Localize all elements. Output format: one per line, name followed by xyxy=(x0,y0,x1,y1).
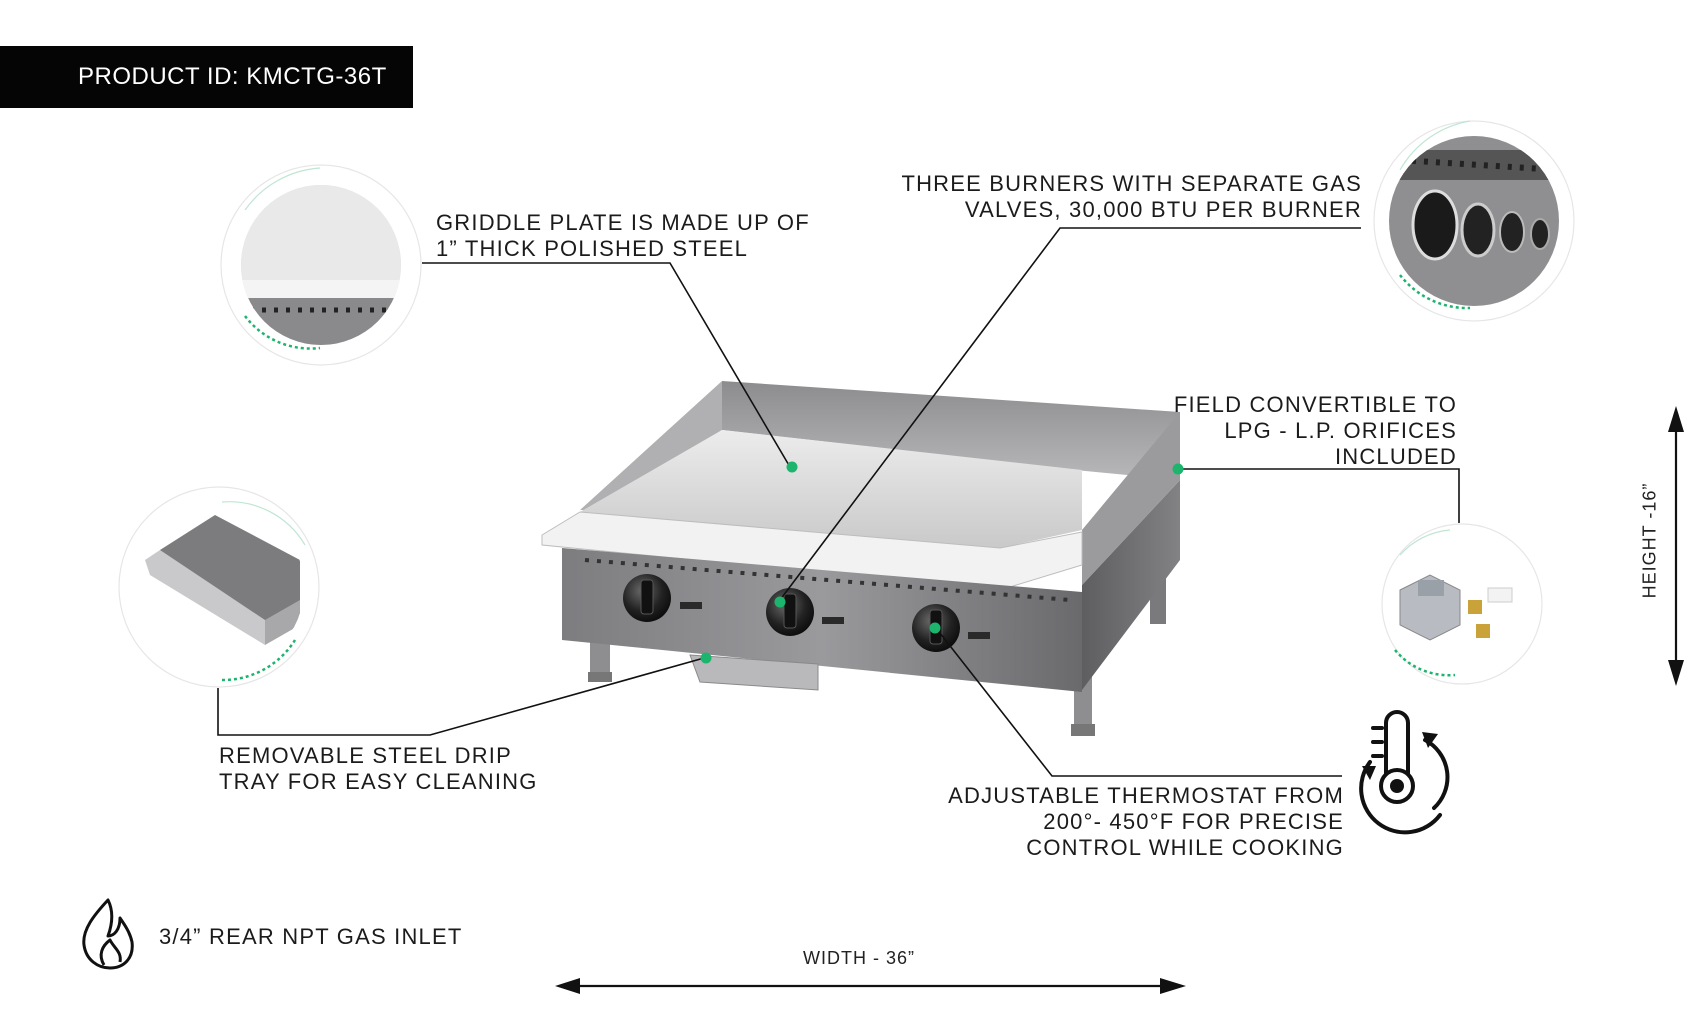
callout-line: 1” THICK POLISHED STEEL xyxy=(436,236,749,261)
callout-line: THREE BURNERS WITH SEPARATE GAS xyxy=(901,171,1362,196)
callout-griddle-plate: GRIDDLE PLATE IS MADE UP OF 1” THICK POL… xyxy=(436,210,810,262)
callout-line: INCLUDED xyxy=(1334,444,1457,469)
griddle-leg xyxy=(590,636,610,680)
callout-line: LPG - L.P. ORIFICES xyxy=(1224,418,1457,443)
callout-dot xyxy=(1172,463,1184,475)
callout-line: GRIDDLE PLATE IS MADE UP OF xyxy=(436,210,810,235)
leader-griddle-plate xyxy=(422,262,791,468)
height-label-wrap: HEIGHT -16” xyxy=(1590,482,1700,598)
flame-icon xyxy=(82,898,134,970)
callout-line: 200°- 450°F FOR PRECISE xyxy=(1043,809,1344,834)
gas-inlet-text: 3/4” REAR NPT GAS INLET xyxy=(159,924,463,949)
griddle-side-panel xyxy=(1082,480,1180,690)
gas-inlet-label: 3/4” REAR NPT GAS INLET xyxy=(159,924,463,950)
griddle-plate xyxy=(580,430,1082,548)
griddle-back-splash xyxy=(722,381,1180,480)
control-knob xyxy=(623,574,702,622)
leg-foot xyxy=(588,672,612,682)
width-label: WIDTH - 36” xyxy=(803,948,915,968)
height-dimension-arrow xyxy=(1668,406,1684,686)
detail-drip-tray xyxy=(118,486,320,688)
callout-field-convertible: FIELD CONVERTIBLE TO LPG - L.P. ORIFICES… xyxy=(1174,392,1457,470)
callout-thermostat: ADJUSTABLE THERMOSTAT FROM 200°- 450°F F… xyxy=(948,783,1344,861)
griddle-front-lip xyxy=(541,511,1083,591)
callout-line: REMOVABLE STEEL DRIP xyxy=(219,743,512,768)
callout-drip-tray: REMOVABLE STEEL DRIP TRAY FOR EASY CLEAN… xyxy=(219,743,538,795)
callout-dot xyxy=(786,461,798,473)
thermostat-icon xyxy=(1359,710,1450,835)
height-label: HEIGHT -16” xyxy=(1639,482,1660,598)
callout-line: CONTROL WHILE COOKING xyxy=(1026,835,1344,860)
detail-burner-knobs xyxy=(1373,120,1575,322)
width-dimension-arrow xyxy=(555,978,1186,994)
callout-line: VALVES, 30,000 BTU PER BURNER xyxy=(964,197,1362,222)
griddle-right-splash xyxy=(1082,412,1180,585)
product-id-banner: PRODUCT ID: KMCTG-36T xyxy=(0,46,413,108)
product-id-text: PRODUCT ID: KMCTG-36T xyxy=(78,63,387,90)
callout-dot xyxy=(700,652,712,664)
griddle-left-splash xyxy=(580,381,722,510)
callout-line: ADJUSTABLE THERMOSTAT FROM xyxy=(948,783,1344,808)
callout-dot xyxy=(929,622,941,634)
leader-burners xyxy=(779,227,1361,601)
drip-tray xyxy=(689,654,819,691)
leader-thermostat xyxy=(935,627,1342,777)
callout-dots xyxy=(700,461,1184,664)
callout-line: TRAY FOR EASY CLEANING xyxy=(219,769,538,794)
callout-burners: THREE BURNERS WITH SEPARATE GAS VALVES, … xyxy=(901,171,1362,223)
callout-dot xyxy=(774,596,786,608)
callout-line: FIELD CONVERTIBLE TO xyxy=(1173,392,1457,417)
vent-slots xyxy=(584,558,1071,602)
leader-lines xyxy=(217,227,1460,777)
griddle-illustration xyxy=(541,381,1180,736)
leader-field-convertible xyxy=(1179,468,1460,523)
detail-griddle-plate xyxy=(220,164,422,366)
leader-drip-tray xyxy=(217,657,705,736)
leg-foot xyxy=(1071,724,1095,736)
detail-lp-orifices xyxy=(1381,523,1543,685)
